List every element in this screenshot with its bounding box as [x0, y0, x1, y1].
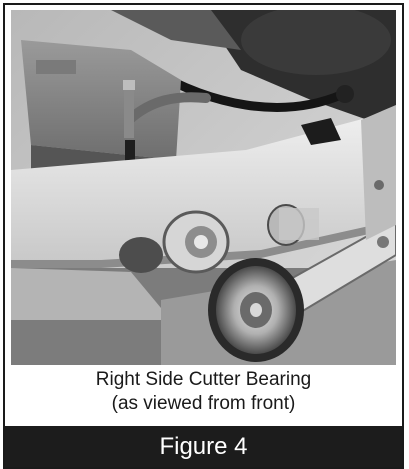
figure-label-bar: Figure 4: [5, 426, 402, 467]
caption-line-1: Right Side Cutter Bearing: [95, 369, 312, 390]
caption-line-2: (as viewed from front): [111, 393, 296, 414]
figure-label: Figure 4: [159, 433, 248, 460]
photo-illustration: [11, 10, 396, 365]
figure-photo: [11, 10, 396, 365]
figure-frame: Right Side Cutter Bearing (as viewed fro…: [3, 3, 404, 469]
figure-caption: Right Side Cutter Bearing (as viewed fro…: [5, 368, 402, 416]
